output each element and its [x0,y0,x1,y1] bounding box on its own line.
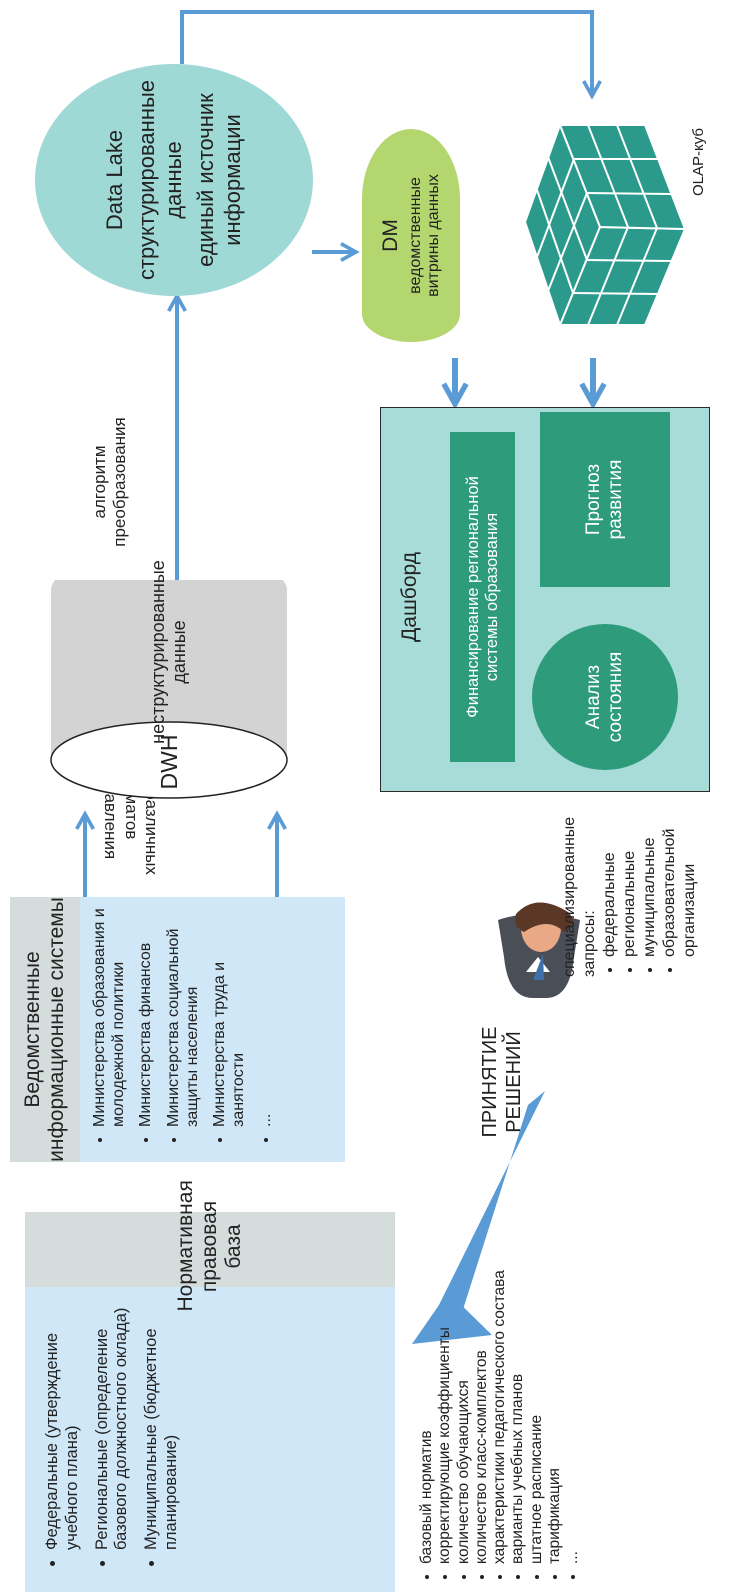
requests-title: специализированные запросы: [561,816,598,977]
request-item: образовательной организации [660,767,700,957]
normative-item: Региональные (определение базового должн… [93,1300,133,1550]
person-hair [515,902,574,932]
decision-arrow-head [412,1292,492,1344]
data-lake-shape [35,64,313,296]
data-lake-ellipse [35,64,313,296]
olap-cube [523,122,687,328]
request-item: муниципальные [640,767,660,957]
parameter-item: корректирующие коэффициенты [436,1184,454,1564]
systems-item: Министерства труда и занятости [210,907,248,1127]
data-lake-line2: единый источник информации [193,93,245,267]
parameter-item: тарификация [546,1184,564,1564]
algorithm-label: алгоритм преобразования [90,417,130,547]
normative-header: Нормативная правовая база [25,1180,395,1312]
dwh-cylinder [50,580,288,799]
data-lake-text: Data Lake структурированные данные едины… [33,62,315,298]
parameter-item: характеристики педагогического состава [491,1184,509,1564]
dwh-subtitle: неструктурированные данные [148,560,189,744]
systems-item: Министерства образования и молодежной по… [90,907,128,1127]
decision-label: ПРИНЯТИЕ РЕШЕНИЙ [479,1026,525,1138]
parameter-item: варианты учебных планов [509,1184,527,1564]
dashboard-financing-tile: Финансирование региональной системы обра… [450,432,515,762]
normative-item: Федеральные (утверждение учебного плана) [43,1300,83,1550]
request-item: федеральные [600,767,620,957]
arrow-lake-to-olap [180,10,592,96]
parameter-item: количество класс-комплектов [473,1184,491,1564]
person-collar [526,957,550,972]
systems-item: Министерства финансов [136,907,155,1127]
decision-arrow-shaft [437,1091,545,1322]
dm-title: DM [379,219,402,252]
parameters-list: базовый норматив корректирующие коэффици… [418,1184,583,1584]
dm-text: DM ведомственные витрины данных [362,129,460,342]
data-lake-line1: структурированные данные [134,79,186,281]
olap-label: OLAP-куб [690,128,707,197]
person-tie [533,954,544,980]
data-lake-title: Data Lake [102,129,128,231]
parameter-item: базовый норматив [418,1184,436,1564]
parameter-item: ... [564,1184,582,1564]
cube-grid [536,124,673,326]
dwh-body [51,580,287,760]
person-icon [498,902,580,998]
dm-subtitle: ведомственные витрины данных [407,174,442,297]
normative-item: Муниципальные (бюджетное планирование) [142,1300,182,1550]
systems-list: Министерства образования и молодежной по… [90,907,276,1147]
normative-title: Нормативная правовая база [173,1180,246,1312]
dashboard-header: Дашборд [385,502,435,692]
dashboard-analysis-tile: Анализ состояния [532,624,678,770]
systems-item: Министерства социальной защиты населения [164,907,202,1127]
request-item: региональные [620,767,640,957]
dashboard-forecast-tile: Прогноз развития [540,412,670,587]
dwh-top [50,721,288,799]
systems-item: ... [256,907,275,1127]
dashboard-title: Дашборд [397,552,421,642]
requests-block: специализированные запросы: федеральные … [560,767,700,977]
systems-header: Ведомственные информационные системы [10,897,80,1162]
parameter-item: штатное расписание [528,1184,546,1564]
normative-list: Федеральные (утверждение учебного плана)… [43,1300,182,1570]
parameter-item: количество обучающихся [455,1184,473,1564]
systems-title: Ведомственные информационные системы [20,897,68,1162]
